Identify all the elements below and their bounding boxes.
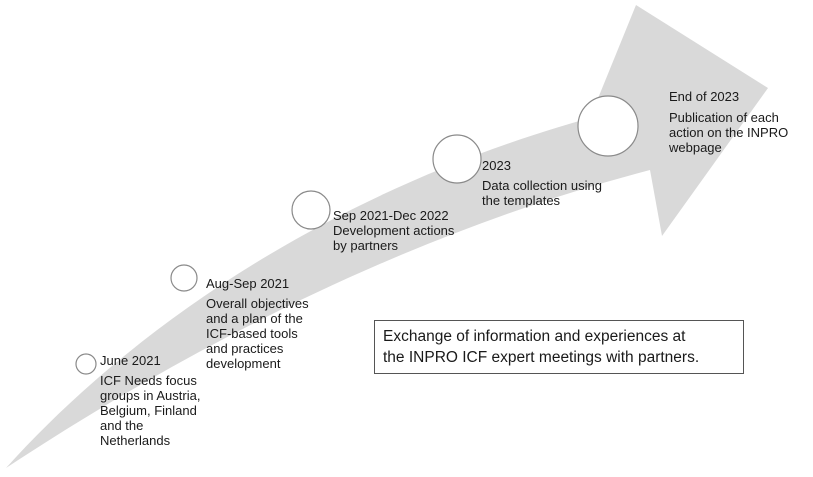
milestone-line: development [206, 356, 281, 371]
milestone-line: webpage [669, 140, 722, 155]
milestone-label-2023: 2023 Data collection using the templates [482, 158, 602, 208]
milestone-line: Development actions [333, 223, 455, 238]
milestone-date: Aug-Sep 2021 [206, 276, 290, 291]
milestone-date: End of 2023 [669, 89, 740, 104]
milestone-line: Netherlands [100, 433, 171, 448]
milestone-description: Publication of each action on the INPRO … [669, 110, 788, 155]
milestone-line: by partners [333, 238, 399, 253]
milestone-description: Development actions by partners [333, 223, 454, 253]
milestone-description: Overall objectives and a plan of the ICF… [206, 296, 309, 371]
milestone-date: Sep 2021-Dec 2022 [333, 208, 449, 223]
milestone-label-end-of-2023: End of 2023 Publication of each action o… [669, 89, 788, 155]
milestone-line: the templates [482, 193, 561, 208]
milestone-description: ICF Needs focus groups in Austria, Belgi… [100, 373, 200, 448]
milestone-circle-june-2021 [75, 353, 97, 375]
curved-arrow [6, 5, 768, 468]
note-line: the INPRO ICF expert meetings with partn… [383, 349, 700, 366]
expert-meetings-note-box: Exchange of information and experiences … [374, 320, 744, 374]
milestone-date: June 2021 [100, 353, 161, 368]
milestone-date: 2023 [482, 158, 511, 173]
milestone-line: and a plan of the [206, 311, 303, 326]
milestone-line: Data collection using [482, 178, 602, 193]
milestone-circle-end-of-2023 [577, 95, 639, 157]
milestone-circle-aug-sep-2021 [170, 264, 198, 292]
milestone-label-aug-sep-2021: Aug-Sep 2021 Overall objectives and a pl… [206, 276, 309, 371]
milestone-line: ICF Needs focus [100, 373, 197, 388]
milestone-line: Publication of each [669, 110, 779, 125]
milestone-description: Data collection using the templates [482, 178, 602, 208]
milestone-label-june-2021: June 2021 ICF Needs focus groups in Aust… [100, 353, 200, 448]
note-line: Exchange of information and experiences … [383, 328, 686, 345]
milestone-line: action on the INPRO [669, 125, 789, 140]
milestone-circle-2023 [432, 134, 482, 184]
milestone-line: ICF-based tools [206, 326, 298, 341]
milestone-line: groups in Austria, [100, 388, 201, 403]
milestone-line: and practices [206, 341, 284, 356]
milestone-label-sep-2021-dec-2022: Sep 2021-Dec 2022 Development actions by… [333, 208, 454, 253]
milestone-line: and the [100, 418, 144, 433]
milestone-circle-sep-2021-dec-2022 [291, 190, 331, 230]
milestone-line: Belgium, Finland [100, 403, 197, 418]
milestone-line: Overall objectives [206, 296, 309, 311]
